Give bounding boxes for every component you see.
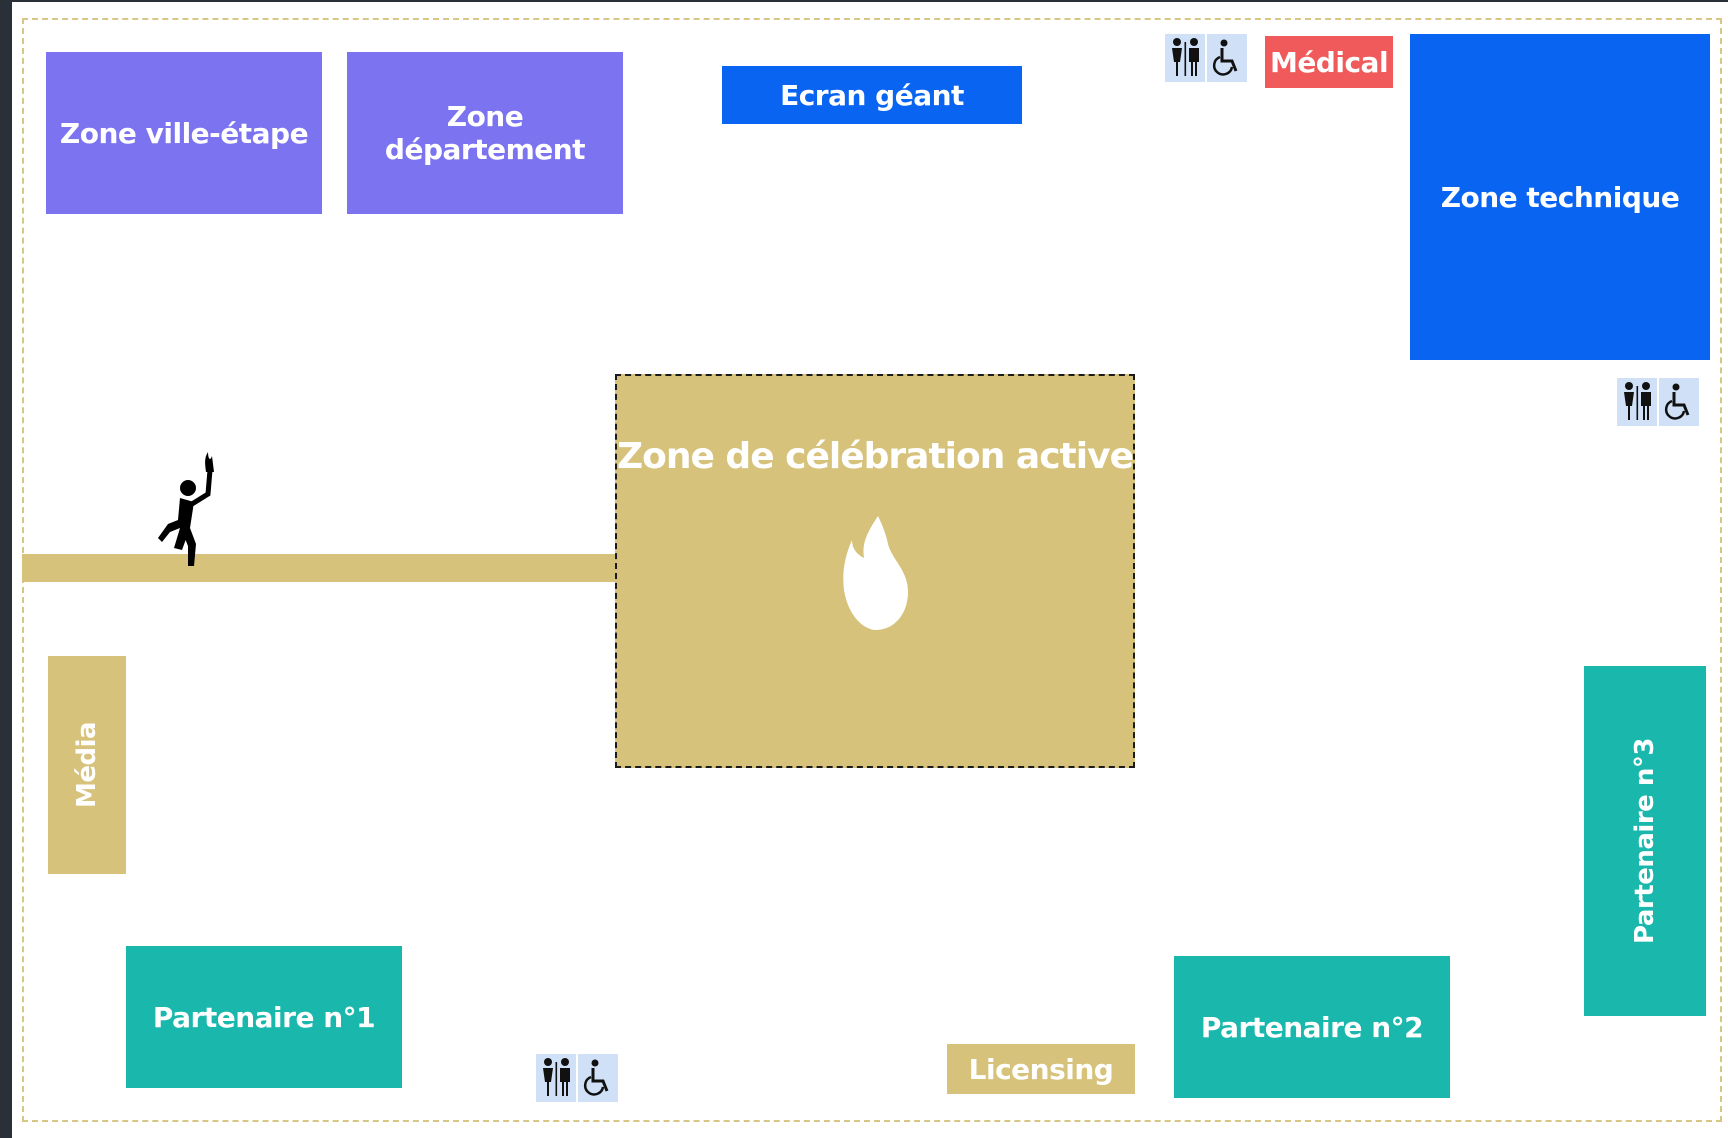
zone-partenaire-1: Partenaire n°1 [126,946,402,1088]
zone-partenaire-3: Partenaire n°3 [1584,666,1706,1016]
amenity-top [1165,34,1247,82]
zone-licensing: Licensing [947,1044,1135,1094]
amenity-bottom [536,1054,618,1102]
wheelchair-icon [578,1054,618,1102]
zone-medical-label: Médical [1269,45,1389,79]
zone-media-label: Média [72,721,103,809]
zone-medical: Médical [1265,36,1393,88]
zone-departement-label: Zone département [384,100,586,166]
torch-runner-icon [158,452,214,566]
zone-ville-etape-label: Zone ville-étape [59,116,309,150]
amenity-right [1617,378,1699,426]
flame-icon [843,516,908,630]
restroom-icon [1165,34,1205,82]
zone-partenaire-3-label: Partenaire n°3 [1630,738,1660,944]
wheelchair-icon [1659,378,1699,426]
zone-partenaire-1-label: Partenaire n°1 [152,1000,376,1034]
zone-media: Média [48,656,126,874]
zone-ville-etape: Zone ville-étape [46,52,322,214]
zone-celebration-active: Zone de célébration active [615,374,1135,768]
zone-departement: Zone département [347,52,623,214]
zone-technique-label: Zone technique [1440,180,1680,214]
restroom-icon [1617,378,1657,426]
zone-celebration-label: Zone de célébration active [617,436,1134,477]
zone-technique: Zone technique [1410,34,1710,360]
zone-ecran-geant: Ecran géant [722,66,1022,124]
zone-partenaire-2: Partenaire n°2 [1174,956,1450,1098]
wheelchair-icon [1207,34,1247,82]
zone-ecran-geant-label: Ecran géant [780,78,964,112]
zone-licensing-label: Licensing [968,1052,1114,1086]
zone-partenaire-2-label: Partenaire n°2 [1200,1010,1424,1044]
torch-relay-path [22,554,627,582]
site-plan-canvas: Zone ville-étape Zone département Ecran … [12,2,1728,1138]
restroom-icon [536,1054,576,1102]
